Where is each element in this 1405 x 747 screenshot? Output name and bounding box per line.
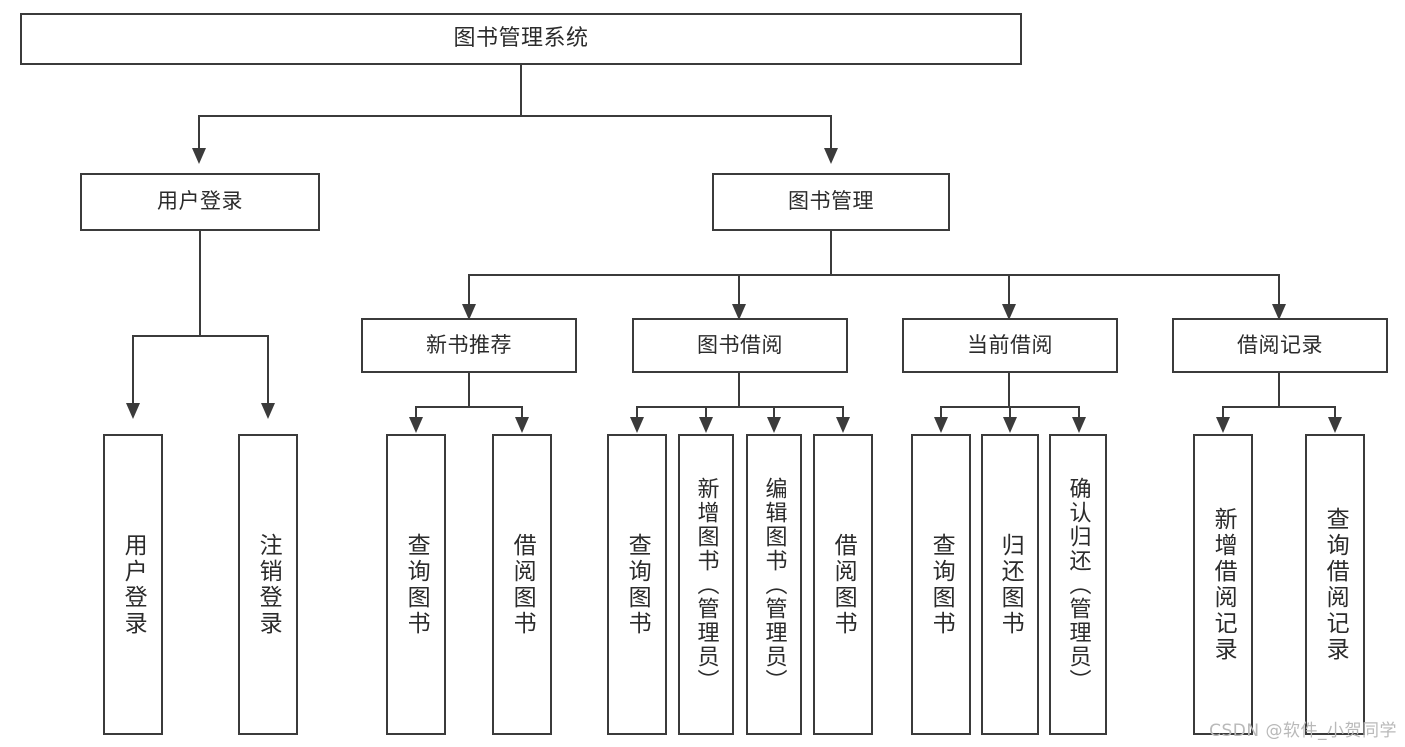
node-book-management[interactable]: 图书管理 [712,173,950,231]
arrowhead-book-borrow-child-2 [699,417,713,433]
connector-user-login-child-2 [267,335,269,405]
connector-book-mgmt-stem [830,231,832,275]
node-label: 图书管理 [788,189,874,214]
connector-to-book-mgmt [830,115,832,150]
node-label: 借阅图书 [830,532,857,637]
connector-to-new-book [468,274,470,306]
leaf-query-book-borrow[interactable]: 查询图书 [607,434,667,735]
connector-current-borrow-child-2 [1009,406,1011,419]
connector-user-login-stem [199,231,201,336]
arrowhead-current-borrow-child-3 [1072,417,1086,433]
connector-new-book-stem [468,373,470,407]
arrowhead-new-book [462,304,476,320]
leaf-query-borrow-record[interactable]: 查询借阅记录 [1305,434,1365,735]
connector-new-book-bus [415,406,523,408]
arrowhead-book-borrow-child-3 [767,417,781,433]
connector-borrow-record-child-2 [1334,406,1336,419]
arrowhead-book-borrow-child-4 [836,417,850,433]
arrowhead-current-borrow-child-2 [1003,417,1017,433]
leaf-borrow-book-newbook[interactable]: 借阅图书 [492,434,552,735]
leaf-query-book-current[interactable]: 查询图书 [911,434,971,735]
connector-new-book-child-2 [521,406,523,419]
connector-root-stem [520,65,522,115]
connector-book-borrow-child-1 [636,406,638,419]
arrowhead-user-login-child-2 [261,403,275,419]
arrowhead-borrow-record-child-1 [1216,417,1230,433]
node-label: 查询图书 [403,532,430,637]
node-label: 借阅图书 [509,532,536,637]
leaf-query-book-newbook[interactable]: 查询图书 [386,434,446,735]
node-label: 确认归还（管理员） [1065,476,1091,693]
arrowhead-current-borrow [1002,304,1016,320]
connector-to-current-borrow [1008,274,1010,306]
node-label: 查询借阅记录 [1322,506,1349,663]
connector-book-borrow-child-3 [773,406,775,419]
node-new-book-recommend[interactable]: 新书推荐 [361,318,577,373]
connector-borrow-record-child-1 [1222,406,1224,419]
connector-book-borrow-child-2 [705,406,707,419]
connector-level2-bus [198,115,832,117]
arrowhead-borrow-record [1272,304,1286,320]
leaf-edit-book-admin[interactable]: 编辑图书（管理员） [746,434,802,735]
node-label: 新书推荐 [426,332,512,357]
node-current-borrow[interactable]: 当前借阅 [902,318,1118,373]
arrowhead-user-login-child-1 [126,403,140,419]
leaf-add-book-admin[interactable]: 新增图书（管理员） [678,434,734,735]
node-label: 用户登录 [157,189,243,214]
node-borrow-record[interactable]: 借阅记录 [1172,318,1388,373]
node-label: 图书管理系统 [453,25,589,51]
connector-user-login-child-1 [132,335,134,405]
arrowhead-new-book-child-2 [515,417,529,433]
connector-book-borrow-stem [738,373,740,407]
node-root-system[interactable]: 图书管理系统 [20,13,1022,65]
node-user-login[interactable]: 用户登录 [80,173,320,231]
node-label: 新增借阅记录 [1210,506,1237,663]
arrowhead-current-borrow-child-1 [934,417,948,433]
connector-borrow-record-stem [1278,373,1280,407]
node-label: 查询图书 [928,532,955,637]
node-book-borrow[interactable]: 图书借阅 [632,318,848,373]
node-label: 查询图书 [624,532,651,637]
arrowhead-borrow-record-child-2 [1328,417,1342,433]
leaf-borrow-book-borrow[interactable]: 借阅图书 [813,434,873,735]
arrowhead-book-borrow-child-1 [630,417,644,433]
connector-to-book-borrow [738,274,740,306]
connector-to-user-login [198,115,200,150]
leaf-add-borrow-record[interactable]: 新增借阅记录 [1193,434,1253,735]
connector-book-borrow-bus [636,406,844,408]
arrowhead-user-login [192,148,206,164]
connector-current-borrow-child-1 [940,406,942,419]
node-label: 用户登录 [120,532,147,637]
connector-level3-bus [468,274,1280,276]
arrowhead-book-mgmt [824,148,838,164]
arrowhead-book-borrow [732,304,746,320]
node-label: 编辑图书（管理员） [761,476,787,693]
connector-current-borrow-child-3 [1078,406,1080,419]
connector-current-borrow-stem [1008,373,1010,407]
leaf-logout[interactable]: 注销登录 [238,434,298,735]
connector-to-borrow-record [1278,274,1280,306]
node-label: 借阅记录 [1237,332,1323,357]
node-label: 新增图书（管理员） [693,476,719,693]
connector-user-login-bus [132,335,269,337]
connector-new-book-child-1 [415,406,417,419]
node-label: 图书借阅 [697,332,783,357]
leaf-return-book[interactable]: 归还图书 [981,434,1039,735]
node-label: 当前借阅 [967,332,1053,357]
connector-book-borrow-child-4 [842,406,844,419]
node-label: 注销登录 [255,532,282,637]
arrowhead-new-book-child-1 [409,417,423,433]
node-label: 归还图书 [997,532,1024,637]
leaf-user-login[interactable]: 用户登录 [103,434,163,735]
leaf-confirm-return-admin[interactable]: 确认归还（管理员） [1049,434,1107,735]
connector-borrow-record-bus [1222,406,1336,408]
